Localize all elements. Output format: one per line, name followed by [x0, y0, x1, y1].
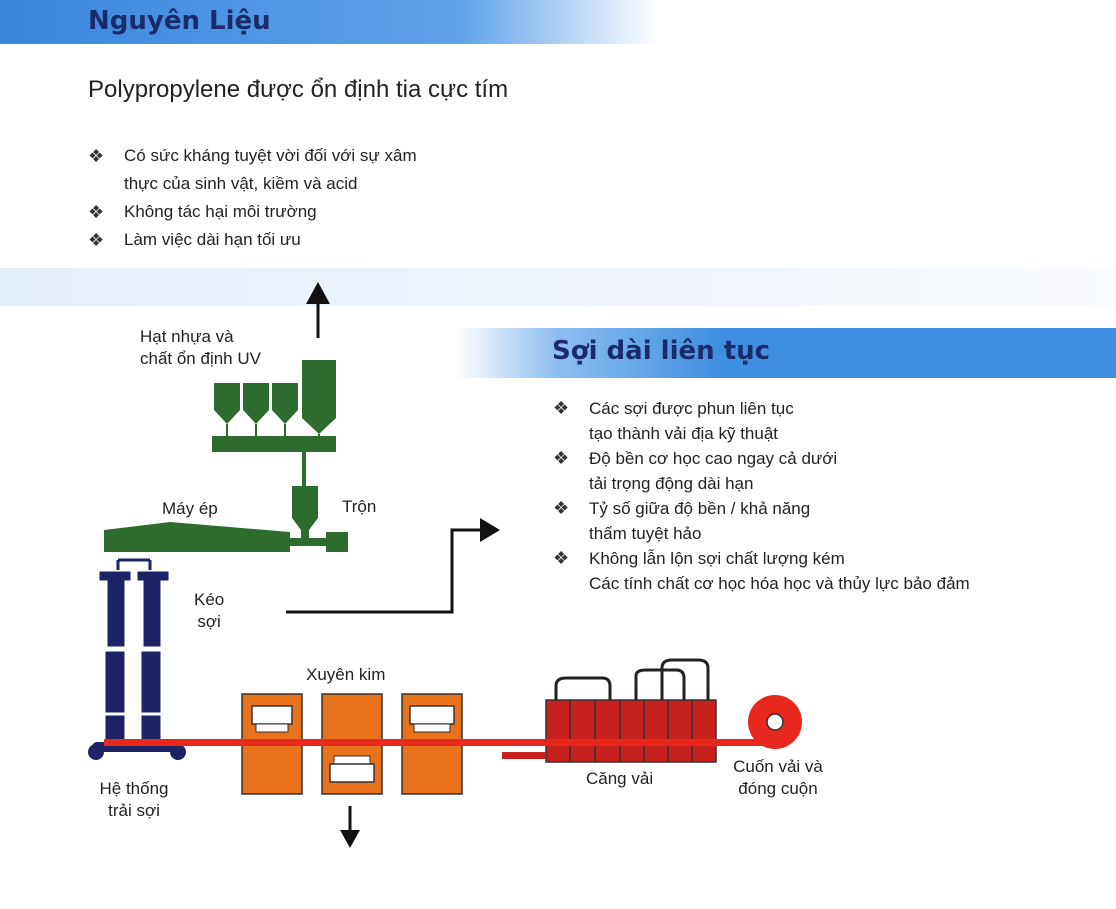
tower-lower — [105, 651, 125, 713]
tower — [107, 579, 125, 647]
extruder-screw — [286, 538, 328, 546]
raw-material-bullets: ❖ Có sức kháng tuyệt vời đối với sự xâm th… — [88, 142, 548, 254]
needle-board — [251, 705, 293, 725]
bullet-line: Không lẫn lộn sợi chất lượng kém — [589, 549, 845, 568]
spreader-roller — [88, 744, 104, 760]
up-arrow-head — [306, 282, 330, 304]
header-band-continuous-filament — [455, 328, 1116, 378]
hopper — [214, 383, 240, 424]
needle-teeth — [333, 755, 371, 765]
needle-board — [409, 705, 455, 725]
bullet-line: thấm tuyệt hảo — [589, 524, 702, 543]
label-hopper: Hạt nhựa và chất ổn định UV — [140, 326, 261, 370]
tower-lower — [141, 651, 161, 713]
list-item: ❖ Độ bền cơ học cao ngay cả dưới tải trọng… — [553, 446, 1093, 496]
tower-foot — [105, 715, 125, 743]
hopper-necks — [226, 424, 320, 436]
background-strip — [0, 268, 1116, 306]
label-line: chất ổn định UV — [140, 349, 261, 368]
bullet-icon: ❖ — [553, 548, 570, 568]
bullet-icon: ❖ — [553, 398, 570, 418]
tension-loop — [660, 658, 710, 700]
bullet-line: tải trọng động dài hạn — [589, 474, 754, 493]
hopper-base — [212, 436, 336, 452]
extruder-motor — [326, 532, 348, 552]
label-mixer: Trộn — [342, 497, 377, 516]
tension-loop — [634, 668, 686, 700]
drawing-towers — [99, 558, 169, 743]
bullet-line: Tỷ số giữa độ bền / khả năng — [589, 499, 811, 518]
fabric-sheet-line — [104, 739, 774, 746]
list-item: ❖ Tỷ số giữa độ bền / khả năng thấm tuyệt … — [553, 496, 1093, 546]
label-spreading: Hệ thống trải sợi — [88, 778, 180, 822]
tower-cap — [137, 571, 169, 581]
label-line: Hạt nhựa và — [140, 327, 234, 346]
label-line: Hệ thống — [99, 779, 169, 798]
mixer-neck — [301, 530, 309, 540]
extruder-body — [104, 522, 290, 552]
bullet-line: tạo thành vải địa kỹ thuật — [589, 424, 779, 443]
tower-cap — [99, 571, 131, 581]
label-needling: Xuyên kim — [306, 665, 386, 684]
section-title-continuous-filament: Sợi dài liên tục — [552, 336, 771, 366]
bullet-line: Độ bền cơ học cao ngay cả dưới — [589, 449, 838, 468]
hopper-group — [212, 360, 336, 486]
bullet-line: Các tính chất cơ học hóa học và thủy lực… — [589, 574, 970, 593]
hopper — [302, 360, 336, 434]
section-title-raw-material: Nguyên Liệu — [88, 6, 271, 36]
tension-loop — [554, 676, 612, 700]
bullet-line: thực của sinh vật, kiềm và acid — [124, 174, 358, 193]
list-item: ❖ Làm việc dài hạn tối ưu — [88, 226, 548, 254]
section-subtitle: Polypropylene được ổn định tia cực tím — [88, 76, 509, 103]
label-line: đóng cuộn — [738, 779, 818, 798]
bullet-line: Không tác hại môi trường — [124, 202, 317, 221]
label-tension: Căng vải — [586, 769, 654, 788]
tower-foot — [141, 715, 161, 743]
tension-unit — [545, 658, 717, 763]
bullet-line: Làm việc dài hạn tối ưu — [124, 230, 301, 249]
bullet-icon: ❖ — [553, 448, 570, 468]
list-item: ❖ Có sức kháng tuyệt vời đối với sự xâm th… — [88, 142, 548, 198]
hopper — [272, 383, 298, 424]
flow-arrow-head — [480, 518, 500, 542]
list-item: ❖ Các sợi được phun liên tục tạo thành vải… — [553, 396, 1093, 446]
header-band-raw-material — [0, 0, 660, 44]
needle-teeth — [413, 723, 451, 733]
down-arrow-head — [340, 830, 360, 848]
label-roll: Cuốn vải và đóng cuộn — [728, 756, 828, 800]
hopper-pipe — [302, 452, 306, 486]
list-item: ❖ Không tác hại môi trường — [88, 198, 548, 226]
continuous-filament-bullets: ❖ Các sợi được phun liên tục tạo thành vải… — [553, 396, 1093, 596]
needle-board — [329, 763, 375, 783]
tower — [143, 579, 161, 647]
hopper — [243, 383, 269, 424]
bullet-line: Các sợi được phun liên tục — [589, 399, 794, 418]
label-line: trải sợi — [108, 801, 160, 820]
mixer-funnel — [292, 486, 318, 530]
bullet-icon: ❖ — [553, 498, 570, 518]
bullet-icon: ❖ — [88, 146, 105, 166]
label-line: Cuốn vải và — [733, 757, 823, 776]
winding-roll-core — [766, 713, 784, 731]
bullet-icon: ❖ — [88, 202, 105, 222]
label-drawing: Kéo sợi — [194, 589, 224, 633]
fabric-sheet-lower — [502, 752, 546, 759]
tension-frame — [545, 699, 717, 763]
bullet-icon: ❖ — [88, 230, 105, 250]
needle-teeth — [255, 723, 289, 733]
bullet-line: Có sức kháng tuyệt vời đối với sự xâm — [124, 146, 417, 165]
label-line: sợi — [197, 612, 221, 631]
spreader-roller — [170, 744, 186, 760]
label-extruder: Máy ép — [162, 499, 218, 518]
flow-arrow-line — [286, 528, 482, 614]
label-line: Kéo — [194, 590, 225, 609]
